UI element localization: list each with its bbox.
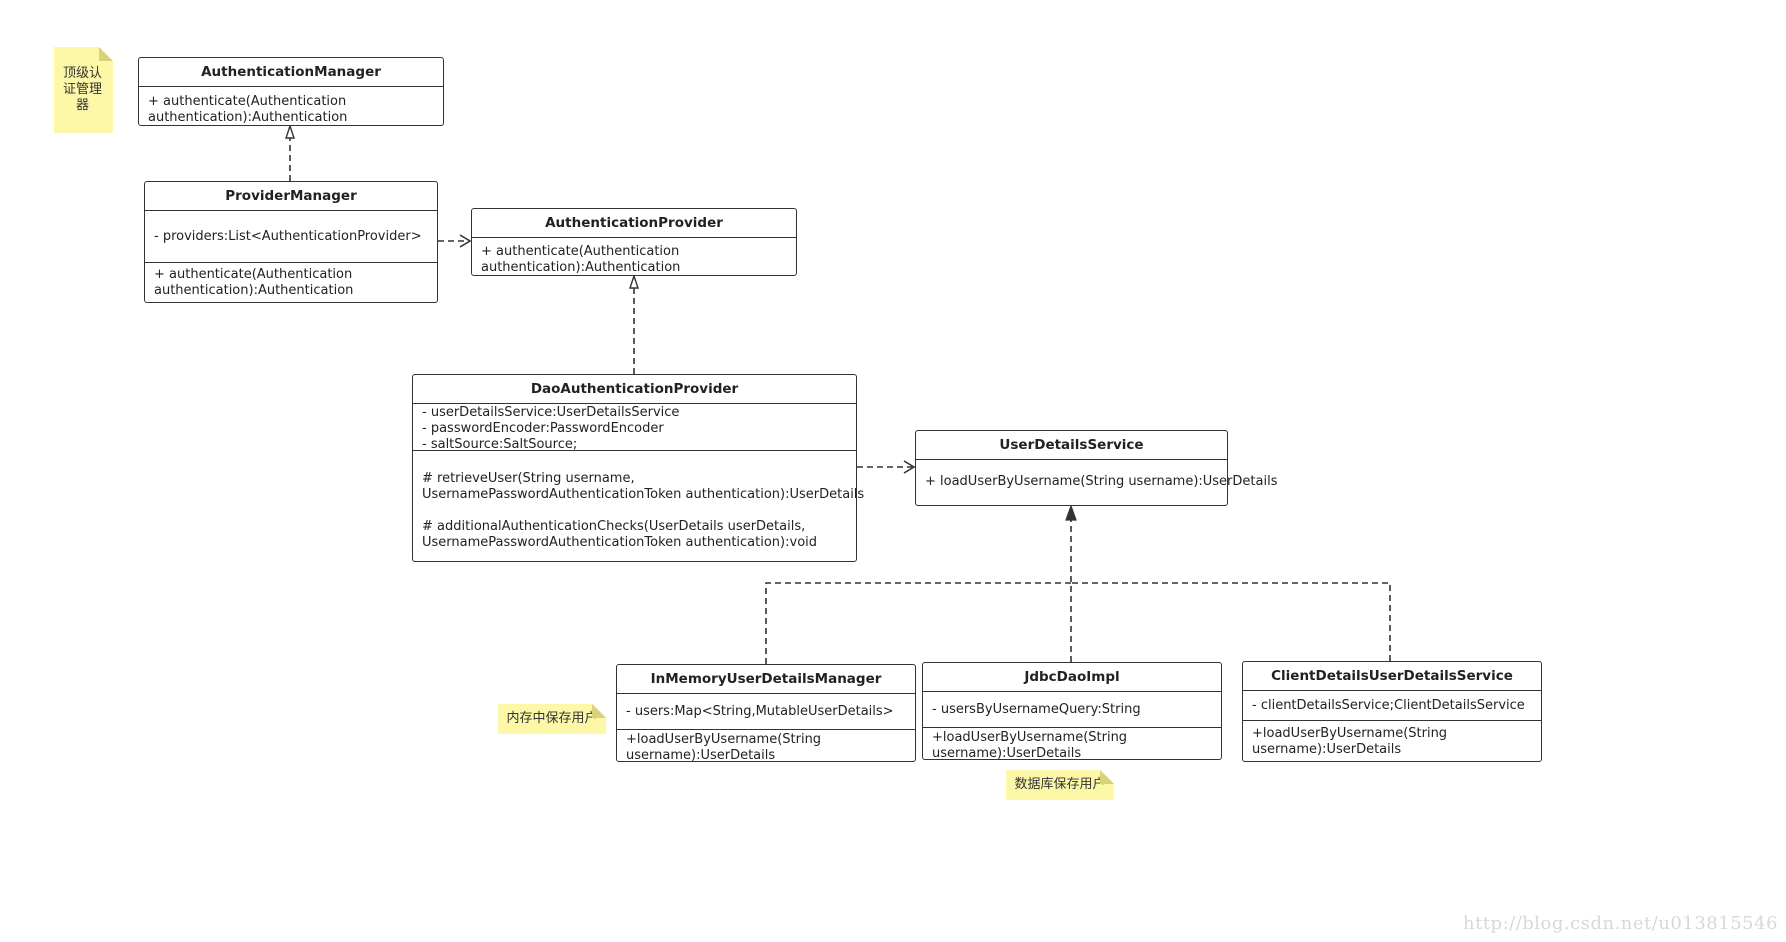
method-line: + authenticate(Authentication (148, 94, 347, 109)
attribute-line: - saltSource:SaltSource; (422, 437, 578, 452)
method-line: # retrieveUser(String username, (422, 471, 635, 486)
realization-line-client-details (1071, 582, 1391, 661)
attribute-line: - passwordEncoder:PasswordEncoder (422, 421, 664, 436)
note-fold-icon (1100, 770, 1114, 784)
attribute-line: - usersByUsernameQuery:String (932, 701, 1141, 717)
methods-section: +loadUserByUsername(String username):Use… (923, 728, 1221, 766)
attribute-line: - users:Map<String,MutableUserDetails> (626, 703, 894, 719)
method-line: + authenticate(Authentication (154, 267, 353, 282)
attribute-line: - userDetailsService:UserDetailsService (422, 405, 680, 420)
open-arrowhead-icon (459, 234, 472, 248)
attributes-section: - providers:List<AuthenticationProvider> (145, 211, 437, 263)
class-provider-manager[interactable]: ProviderManager - providers:List<Authent… (144, 181, 438, 303)
note-text: 顶级认证管理器 (62, 66, 102, 113)
class-name: UserDetailsService (916, 431, 1227, 460)
note-top-level-manager: 顶级认证管理器 (54, 47, 113, 133)
method-line: username):UserDetails (932, 746, 1082, 761)
note-in-memory: 内存中保存用户 (498, 704, 606, 734)
method-line: +loadUserByUsername(String (626, 732, 822, 747)
open-arrowhead-icon (903, 460, 916, 474)
attribute-line: - providers:List<AuthenticationProvider> (154, 228, 422, 244)
attributes-section: - clientDetailsService;ClientDetailsServ… (1243, 691, 1541, 721)
watermark-url: http://blog.csdn.net/u013815546 (1463, 913, 1778, 934)
note-fold-icon (592, 704, 606, 718)
note-fold-icon (99, 47, 113, 61)
methods-section: + authenticate(Authentication authentica… (472, 238, 796, 280)
methods-section: + authenticate(Authentication authentica… (139, 87, 443, 130)
class-name: ProviderManager (145, 182, 437, 211)
class-name: JdbcDaoImpl (923, 663, 1221, 692)
class-name: ClientDetailsUserDetailsService (1243, 662, 1541, 691)
method-line: # additionalAuthenticationChecks(UserDet… (422, 519, 806, 534)
class-dao-authentication-provider[interactable]: DaoAuthenticationProvider - userDetailsS… (412, 374, 865, 562)
note-text: 数据库保存用户 (1014, 777, 1106, 792)
method-line: authentication):Authentication (148, 110, 348, 125)
methods-section: + authenticate(Authentication authentica… (145, 263, 437, 303)
class-name: InMemoryUserDetailsManager (617, 665, 915, 694)
note-text: 内存中保存用户 (506, 711, 598, 726)
class-authentication-manager[interactable]: AuthenticationManager + authenticate(Aut… (138, 57, 444, 126)
note-database: 数据库保存用户 (1006, 770, 1114, 800)
method-line: UsernamePasswordAuthenticationToken auth… (422, 535, 818, 550)
method-line: + loadUserByUsername(String username):Us… (925, 474, 1278, 489)
method-line: + authenticate(Authentication (481, 244, 680, 259)
class-user-details-service[interactable]: UserDetailsService + loadUserByUsername(… (915, 430, 1278, 506)
methods-section: +loadUserByUsername(String username):Use… (1243, 721, 1541, 762)
attributes-section: - users:Map<String,MutableUserDetails> (617, 694, 915, 730)
method-line: +loadUserByUsername(String (932, 730, 1128, 745)
method-line: +loadUserByUsername(String (1252, 726, 1448, 741)
method-line: authentication):Authentication (154, 283, 354, 298)
method-line: UsernamePasswordAuthenticationToken auth… (422, 487, 865, 502)
methods-section: # retrieveUser(String username, Username… (413, 451, 865, 555)
method-line: authentication):Authentication (481, 260, 681, 275)
method-line: username):UserDetails (1252, 742, 1402, 757)
class-name: AuthenticationManager (139, 58, 443, 87)
class-jdbc-dao-impl[interactable]: JdbcDaoImpl - usersByUsernameQuery:Strin… (922, 662, 1222, 761)
attributes-section: - userDetailsService:UserDetailsService … (413, 404, 856, 452)
methods-section: +loadUserByUsername(String username):Use… (617, 730, 915, 768)
filled-arrowhead-icon (1065, 504, 1077, 521)
class-client-details-user-details-service[interactable]: ClientDetailsUserDetailsService - client… (1242, 661, 1542, 762)
class-in-memory-user-details-manager[interactable]: InMemoryUserDetailsManager - users:Map<S… (616, 664, 916, 763)
class-authentication-provider[interactable]: AuthenticationProvider + authenticate(Au… (471, 208, 797, 276)
method-line: username):UserDetails (626, 748, 776, 763)
realization-line-in-memory (765, 582, 1071, 664)
attributes-section: - usersByUsernameQuery:String (923, 692, 1221, 728)
class-name: AuthenticationProvider (472, 209, 796, 238)
attribute-line: - clientDetailsService;ClientDetailsServ… (1252, 697, 1525, 713)
methods-section: + loadUserByUsername(String username):Us… (916, 460, 1278, 504)
class-name: DaoAuthenticationProvider (413, 375, 856, 404)
